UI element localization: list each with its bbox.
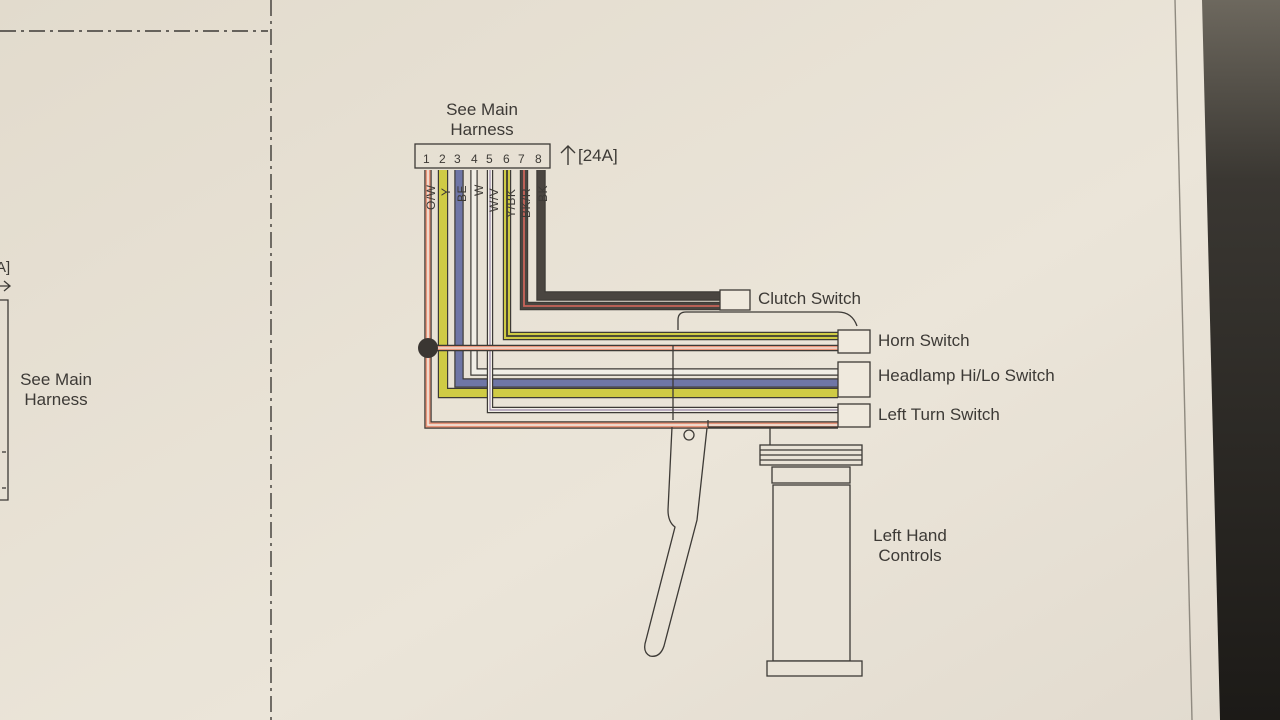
switch-housing — [672, 311, 858, 445]
clutch-lever — [644, 426, 708, 657]
wire-stripe — [427, 170, 838, 426]
paper-sheet — [0, 0, 1220, 720]
wire-stripe — [523, 170, 720, 307]
headlamp-switch-block — [837, 361, 871, 398]
headlamp-switch-label: Headlamp Hi/Lo Switch — [878, 366, 1055, 385]
connector-box — [414, 143, 551, 169]
pin-number: 7 — [518, 152, 525, 166]
wire-2 — [439, 170, 838, 397]
wire-3 — [455, 170, 838, 387]
left-hand-controls-line2: Controls — [878, 546, 942, 565]
left-turn-switch-block — [837, 403, 871, 428]
pin-number: 1 — [423, 152, 430, 166]
horn-switch-block — [837, 329, 871, 354]
left-harness-label-line2: Harness — [24, 390, 88, 409]
pin-number: 2 — [439, 152, 446, 166]
clutch-switch-label: Clutch Switch — [758, 289, 861, 308]
left-partial-reference: A] — [0, 259, 11, 276]
up-arrow-icon — [560, 145, 576, 165]
hand-grip — [759, 444, 863, 677]
pin-number: 8 — [535, 152, 542, 166]
wire-stripe — [506, 170, 838, 337]
wire-8 — [537, 170, 720, 300]
switch-blocks — [719, 289, 871, 428]
left-harness-label: See Main Harness — [8, 370, 104, 410]
main-harness-label-line1: See Main — [446, 100, 518, 119]
left-harness-label-line1: See Main — [20, 370, 92, 389]
splice-node — [418, 338, 438, 358]
connector-reference: [24A] — [578, 146, 618, 165]
left-harness-connector — [0, 280, 12, 501]
left-turn-switch-label: Left Turn Switch — [878, 405, 1000, 424]
clutch-switch-block — [719, 289, 751, 311]
main-harness-label-line2: Harness — [450, 120, 514, 139]
pin-number: 4 — [471, 152, 478, 166]
wire-stripe — [489, 170, 838, 411]
page-border-right — [1174, 0, 1193, 720]
main-harness-label: See Main Harness — [434, 100, 530, 140]
pin-number: 6 — [503, 152, 510, 166]
left-hand-controls-label: Left Hand Controls — [858, 526, 962, 566]
pin-number: 3 — [454, 152, 461, 166]
wire-4 — [471, 170, 838, 375]
left-hand-controls-line1: Left Hand — [873, 526, 947, 545]
pin-number: 5 — [486, 152, 493, 166]
horn-switch-label: Horn Switch — [878, 331, 970, 350]
wire-code-label: BK — [536, 184, 550, 202]
